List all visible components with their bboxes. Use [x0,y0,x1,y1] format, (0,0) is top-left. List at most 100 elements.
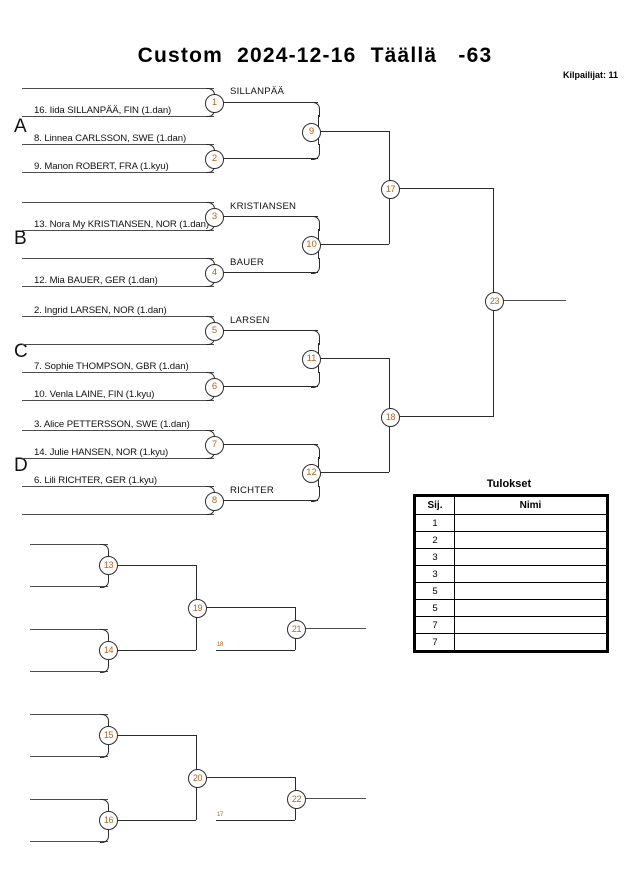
bracket-slot-line [22,88,214,89]
match-node-6[interactable]: 6 [205,378,224,397]
results-row: 2 [415,531,607,549]
bracket-elbow [100,742,109,758]
match-node-19[interactable]: 19 [188,599,207,618]
bracket-elbow [311,144,320,160]
match-node-1[interactable]: 1 [205,94,224,113]
results-rank-cell: 3 [415,565,455,583]
bracket-feed-line [116,650,196,651]
match-node-9[interactable]: 9 [302,123,321,142]
results-name-cell[interactable] [454,548,607,566]
bracket-feed-line [222,216,318,217]
player-name: 8. Linnea CARLSSON, SWE (1.dan) [34,133,187,144]
bracket-slot-line [22,116,214,117]
bracket-feed-line [319,131,389,132]
results-rank-cell: 7 [415,633,455,651]
match-node-3[interactable]: 3 [205,208,224,227]
match-node-8[interactable]: 8 [205,492,224,511]
results-name-cell[interactable] [454,582,607,600]
bracket-feed-line [116,820,196,821]
results-name-cell[interactable] [454,599,607,617]
match-node-2[interactable]: 2 [205,150,224,169]
player-name: 9. Manon ROBERT, FRA (1.kyu) [34,161,169,172]
match-node-12[interactable]: 12 [302,464,321,483]
results-name-cell[interactable] [454,514,607,532]
match-node-7[interactable]: 7 [205,436,224,455]
bracket-slot-line [22,514,214,515]
bracket-slot-line [22,458,214,459]
match-node-20[interactable]: 20 [188,769,207,788]
results-name-cell[interactable] [454,531,607,549]
bracket-elbow [100,572,109,588]
bracket-feed-line [205,607,295,608]
bracket-slot-line [30,714,108,715]
bracket-elbow [100,714,109,729]
bracket-feed-line [222,330,318,331]
competitor-count: Kilpailijat: 11 [562,70,618,80]
results-header-row: Sij. Nimi [415,496,607,515]
bracket-slot-line [30,586,108,587]
results-col-name: Nimi [454,496,607,515]
results-title: Tulokset [486,478,532,490]
bracket-elbow [100,827,109,843]
bracket-slot-line [22,316,214,317]
bracket-elbow [311,258,320,274]
results-row: 7 [415,633,607,651]
results-row: 5 [415,599,607,617]
group-label-a: A [14,116,27,137]
match-node-5[interactable]: 5 [205,322,224,341]
bracket-slot-line [22,202,214,203]
results-name-cell[interactable] [454,616,607,634]
results-row: 7 [415,616,607,634]
match-node-21[interactable]: 21 [287,620,306,639]
match-winner-label: RICHTER [230,485,275,496]
player-name: 7. Sophie THOMPSON, GBR (1.dan) [34,361,189,372]
bracket-elbow [311,486,320,502]
repechage-feed-label-upper: 18 [217,642,224,648]
bracket-elbow [311,216,320,231]
bracket-feed-line [222,272,318,273]
match-node-13[interactable]: 13 [99,556,118,575]
player-name: 13. Nora My KRISTIANSEN, NOR (1.dan) [34,219,209,230]
bracket-feed-line [222,444,318,445]
match-winner-label: BAUER [230,257,265,268]
bracket-feed-line [319,472,389,473]
match-node-10[interactable]: 10 [302,236,321,255]
results-rank-cell: 1 [415,514,455,532]
results-rank-cell: 2 [415,531,455,549]
bracket-elbow [311,102,320,117]
bracket-feed-line [216,820,295,821]
bracket-slot-line [22,400,214,401]
results-rank-cell: 7 [415,616,455,634]
results-name-cell[interactable] [454,633,607,651]
bracket-feed-line [390,188,494,189]
match-node-4[interactable]: 4 [205,264,224,283]
player-name: 16. Iida SILLANPÄÄ, FIN (1.dan) [34,105,172,116]
bracket-elbow [311,372,320,388]
bracket-feed-line [222,500,318,501]
bracket-feed-line [116,735,196,736]
match-node-22[interactable]: 22 [287,790,306,809]
player-name: 6. Lili RICHTER, GER (1.kyu) [34,475,158,486]
bracket-slot-line [22,144,214,145]
bracket-elbow [311,444,320,459]
results-row: 3 [415,548,607,566]
match-node-18[interactable]: 18 [381,408,400,427]
match-node-11[interactable]: 11 [302,350,321,369]
match-node-14[interactable]: 14 [99,641,118,660]
bracket-feed-line [222,158,318,159]
bracket-elbow [100,657,109,673]
results-row: 5 [415,582,607,600]
bracket-feed-line [216,650,295,651]
match-node-15[interactable]: 15 [99,726,118,745]
results-name-cell[interactable] [454,565,607,583]
bracket-elbow [100,544,109,559]
match-node-16[interactable]: 16 [99,811,118,830]
player-name: 10. Venla LAINE, FIN (1.kyu) [34,389,155,400]
match-node-17[interactable]: 17 [381,180,400,199]
final-winner-line [502,300,566,301]
bracket-slot-line [22,372,214,373]
bracket-slot-line [22,286,214,287]
match-node-23[interactable]: 23 [485,292,504,311]
bracket-slot-line [22,486,214,487]
